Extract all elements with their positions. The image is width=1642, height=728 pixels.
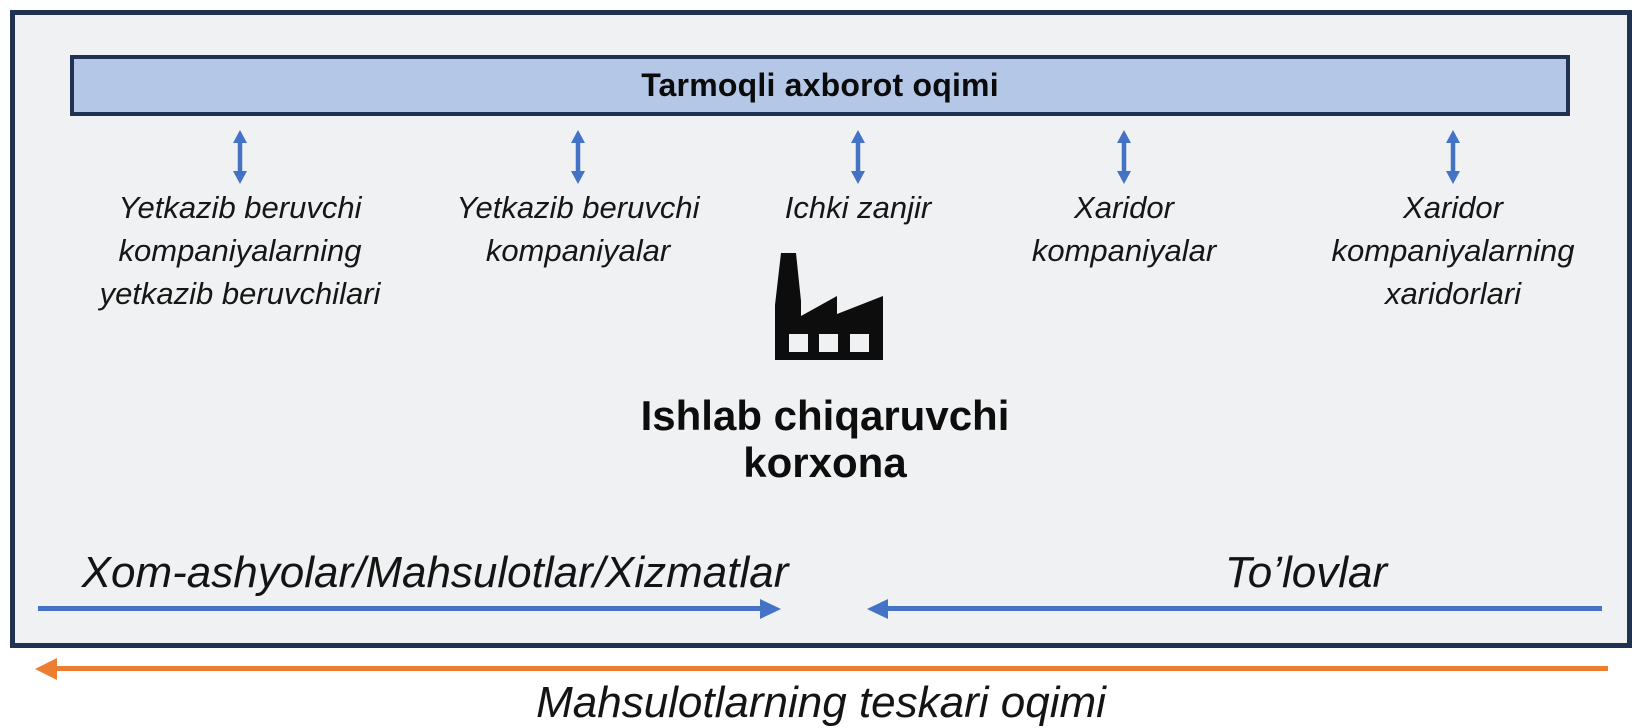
level-customer-companies: Xaridor kompaniyalar — [1004, 130, 1244, 272]
network-information-flow-banner: Tarmoqli axborot oqimi — [70, 55, 1570, 116]
reverse-flow-arrow-icon — [57, 666, 1608, 671]
bidirectional-arrow-icon — [571, 130, 585, 184]
payments-flow-arrow-icon — [888, 606, 1602, 611]
banner-label: Tarmoqli axborot oqimi — [641, 67, 999, 103]
level-label: Xaridor kompaniyalar — [1031, 190, 1217, 268]
level-internal-chain: Ichki zanjir — [758, 130, 958, 229]
level-supplier-companies: Yetkazib beruvchi kompaniyalar — [438, 130, 718, 272]
reverse-flow-label: Mahsulotlarning teskari oqimi — [536, 678, 1106, 727]
bidirectional-arrow-icon — [233, 130, 247, 184]
level-label: Yetkazib beruvchi kompaniyalarning yetka… — [99, 190, 381, 311]
level-label: Ichki zanjir — [784, 190, 932, 225]
bidirectional-arrow-icon — [1117, 130, 1131, 184]
level-suppliers-of-suppliers: Yetkazib beruvchi kompaniyalarning yetka… — [80, 130, 400, 315]
bidirectional-arrow-icon — [1446, 130, 1460, 184]
materials-flow-arrow-icon — [38, 606, 760, 611]
producer-enterprise-label: Ishlab chiqaruvchi korxona — [640, 392, 1010, 486]
factory-icon — [775, 253, 883, 360]
materials-flow-label: Xom-ashyolar/Mahsulotlar/Xizmatlar — [81, 548, 789, 597]
level-label: Xaridor kompaniyalarning xaridorlari — [1331, 190, 1575, 311]
level-customers-of-customers: Xaridor kompaniyalarning xaridorlari — [1303, 130, 1603, 315]
payments-flow-label: To’lovlar — [1224, 548, 1388, 597]
bidirectional-arrow-icon — [851, 130, 865, 184]
level-label: Yetkazib beruvchi kompaniyalar — [456, 190, 700, 268]
